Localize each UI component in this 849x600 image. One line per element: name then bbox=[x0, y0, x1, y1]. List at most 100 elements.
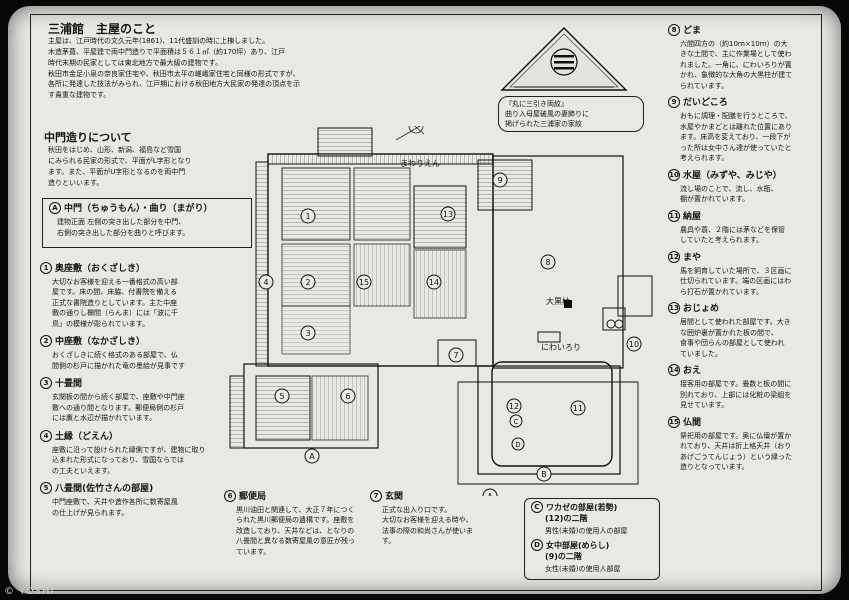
item-14-line: 接客用の部屋です。畳数と板の間に bbox=[680, 380, 792, 389]
item-15-title-text: 仏間 bbox=[683, 417, 702, 428]
item-3-line: には鷹と水辺が描かれています。 bbox=[52, 414, 157, 423]
svg-text:7: 7 bbox=[453, 351, 458, 360]
svg-text:C: C bbox=[514, 418, 519, 426]
intro-line: 秋田市金足小泉の奈良家住宅や、秋田市太平の嵯峨家住宅と同様の形式ですが、 bbox=[48, 69, 300, 78]
item-3-title-text: 十畳間 bbox=[55, 379, 83, 390]
item-3-line: 玄関板の間から続く部屋で、座敷や中門座 bbox=[52, 393, 185, 402]
legend-d-title2: (9)の二階 bbox=[545, 552, 582, 561]
item-4-line: の工夫といえます。 bbox=[52, 466, 115, 475]
item-12-line: 仕切られています。端の区画にはわ bbox=[680, 277, 792, 286]
item-12-title-text: まや bbox=[683, 252, 702, 263]
svg-text:8: 8 bbox=[545, 258, 550, 267]
item-1-number: 1 bbox=[40, 262, 52, 274]
item-5-number: 5 bbox=[40, 482, 52, 495]
room-11: 11 bbox=[570, 400, 586, 416]
chumon-line: 秋田をはじめ、山形、新潟、福島など雪国 bbox=[48, 146, 181, 154]
room-6: 6 bbox=[340, 388, 356, 404]
item-11-title-text: 納屋 bbox=[683, 211, 702, 222]
item-6-line: 改造しており、天井などは、となりの bbox=[236, 526, 355, 535]
page-title: 三浦館 主屋のこと bbox=[48, 22, 157, 36]
brochure-paper: 三浦館 主屋のこと 主屋は、江戸時代の文久元年(1861)、11代盛訓の時に上棟… bbox=[8, 6, 841, 594]
legend-a-mark: A bbox=[49, 202, 61, 214]
item-2-number: 2 bbox=[40, 335, 52, 348]
intro-line: す貴重な建物です。 bbox=[48, 91, 111, 100]
item-15-number: 15 bbox=[668, 415, 680, 428]
item-15-line: 造りとなっています。 bbox=[680, 463, 749, 471]
item-12-line: 馬を飼育していた場所で、３区画に bbox=[680, 266, 792, 275]
item-8-title-text: どま bbox=[683, 26, 702, 36]
plan-mawarien: まわりえん bbox=[400, 159, 440, 168]
item-4-line: 座敷に沿って設けられた縁側ですが、建物に取り bbox=[52, 445, 206, 454]
svg-text:12: 12 bbox=[509, 402, 519, 411]
legend-d-mark: D bbox=[531, 539, 543, 551]
chumon-heading: 中門造りについて bbox=[44, 131, 132, 144]
item-8-line: れました。一角に、にわいろりが置 bbox=[680, 60, 792, 69]
item-6-title-text: 郵便局 bbox=[239, 492, 267, 502]
item-7-number: 7 bbox=[370, 490, 382, 502]
item-11-line: していたと考えられます。 bbox=[680, 236, 764, 245]
svg-text:13: 13 bbox=[443, 210, 453, 219]
legend-d-sub: 女性(未婚)の使用人部屋 bbox=[545, 565, 621, 573]
legend-c-title2: (12)の二階 bbox=[545, 514, 588, 523]
compass-icon bbox=[395, 126, 425, 141]
item-7-line: す。 bbox=[382, 537, 396, 546]
legend-d-title1: 女中部屋(めらし) bbox=[546, 541, 610, 550]
svg-text:A: A bbox=[487, 492, 493, 496]
room-15: 15 bbox=[356, 274, 372, 290]
mark-a-2: A bbox=[482, 488, 498, 496]
svg-text:15: 15 bbox=[359, 278, 369, 287]
item-2-line: 間側の杉戸に描かれた竜の墨絵が見事です bbox=[52, 361, 185, 370]
item-15-line: あげごうてんじょう）という縁った bbox=[680, 452, 792, 461]
crest-caption-line: 『丸に三引き両紋』 bbox=[505, 100, 568, 108]
item-4-number: 4 bbox=[40, 429, 52, 442]
item-8-number: 8 bbox=[668, 24, 680, 36]
svg-text:9: 9 bbox=[497, 176, 502, 185]
svg-text:3: 3 bbox=[305, 329, 310, 338]
legend-a-text: 建物正面 左側の突き出した部分を中門、右側の突き出した部分を曲りと呼びます。 bbox=[57, 217, 247, 239]
svg-text:5: 5 bbox=[279, 392, 284, 401]
room-9: 9 bbox=[492, 172, 508, 188]
svg-text:A: A bbox=[309, 452, 315, 461]
intro-line: 主屋は、江戸時代の文久元年(1861)、11代盛訓の時に上棟しました。 bbox=[48, 37, 270, 45]
item-13-number: 13 bbox=[668, 302, 680, 315]
item-7-title-text: 玄関 bbox=[385, 492, 404, 502]
item-4-title-text: 土縁（どえん） bbox=[55, 431, 119, 442]
legend-a-title-text: 中門（ちゅうもん）・曲り（まがり） bbox=[64, 204, 213, 214]
svg-text:14: 14 bbox=[429, 278, 439, 287]
item-8-line: かれ、象徴的な大角の大黒柱が建て bbox=[680, 71, 793, 80]
item-8-line: きな土間で、主に作業場として使わ bbox=[680, 50, 792, 59]
floor-plan: 1 2 3 4 5 6 7 8 9 10 11 12 13 14 15 A A … bbox=[229, 126, 653, 496]
svg-text:B: B bbox=[541, 470, 547, 479]
item-11-number: 11 bbox=[668, 209, 680, 222]
item-8-line: られています。 bbox=[680, 81, 729, 90]
item-8-line: 六間四方の（約10ｍ×10ｍ）の大 bbox=[680, 39, 788, 48]
room-3: 3 bbox=[300, 325, 316, 341]
legend-a-line: 建物正面 左側の突き出した部分を中門、 bbox=[57, 218, 186, 226]
crest-caption-line: 曲り入母屋破風の妻飾りに bbox=[505, 110, 589, 119]
item-10-line: 棚が置かれています。 bbox=[680, 195, 750, 204]
intro-line: 木造茅葺、平屋建で両中門造りで平面積は５６１㎡（約170坪）あり、江戸 bbox=[48, 47, 286, 56]
plan-niwairori: にわいろり bbox=[541, 343, 581, 352]
item-13-line: 居間として使われた部屋です。大き bbox=[680, 318, 791, 327]
chumon-line: ます。また、平面がU字形となるのを両中門 bbox=[48, 167, 186, 176]
crest-caption-line: 掲げられた三浦家の家紋 bbox=[505, 120, 582, 129]
item-1-line: 正式な書院造りとしています。主た中座 bbox=[52, 298, 178, 307]
item-14-line: 見せています。 bbox=[680, 401, 729, 410]
